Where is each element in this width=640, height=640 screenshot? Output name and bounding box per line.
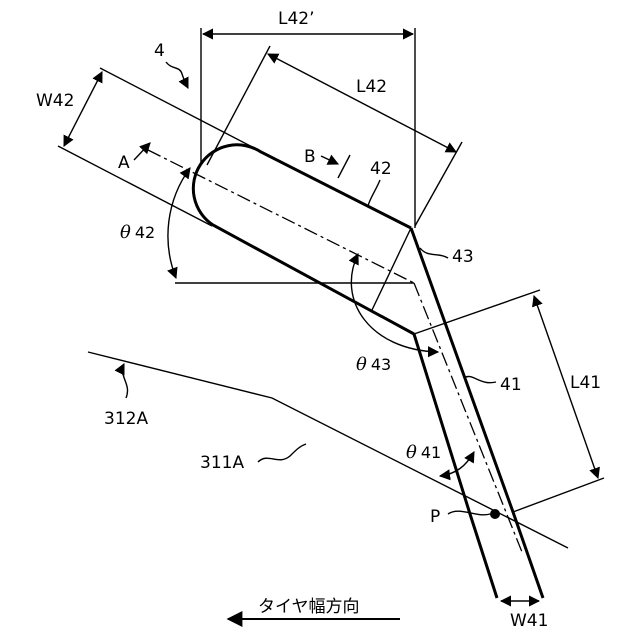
l42-ext-left <box>207 46 270 165</box>
l41-ext-bottom <box>513 478 604 512</box>
theta42-label: θ42 <box>120 222 155 243</box>
theta43-label: θ43 <box>356 354 391 375</box>
part-42-label: 42 <box>370 159 392 179</box>
section-b-tick <box>338 155 350 178</box>
point-p-label: P <box>430 507 440 527</box>
w41-label: W41 <box>510 611 548 631</box>
section-a-arrow <box>134 143 150 160</box>
section-b-arrow <box>321 156 338 164</box>
part-42-leader <box>368 180 380 206</box>
fig-ref-leader <box>166 62 188 88</box>
fig-ref-label: 4 <box>154 41 165 61</box>
groove-41-outline <box>411 228 543 598</box>
part-311a-leader <box>258 444 306 462</box>
point-p-dot <box>490 509 500 519</box>
part-312a-label: 312A <box>104 409 148 429</box>
direction-label: タイヤ幅方向 <box>258 597 360 617</box>
w42-ext-top <box>100 68 262 152</box>
l42p-label: L42’ <box>278 9 315 29</box>
l41-ext-top <box>414 290 540 334</box>
l42-label: L42 <box>356 77 387 97</box>
part-312a-leader <box>122 364 127 398</box>
l41-label: L41 <box>570 373 601 393</box>
part-41-leader <box>464 376 496 382</box>
part-41-label: 41 <box>500 375 522 395</box>
section-b-label: B <box>304 147 316 167</box>
part-43-label: 43 <box>452 247 474 267</box>
part-311a-label: 311A <box>200 453 244 473</box>
w42-label: W42 <box>36 91 74 111</box>
theta42-arc <box>168 168 190 278</box>
l42-ext-right <box>415 142 462 226</box>
groove-43-bend-line <box>372 228 411 310</box>
section-a-label: A <box>118 153 130 173</box>
theta41-label: θ41 <box>406 442 441 463</box>
part-43-leader <box>420 248 448 258</box>
l42-dimension <box>268 54 456 152</box>
